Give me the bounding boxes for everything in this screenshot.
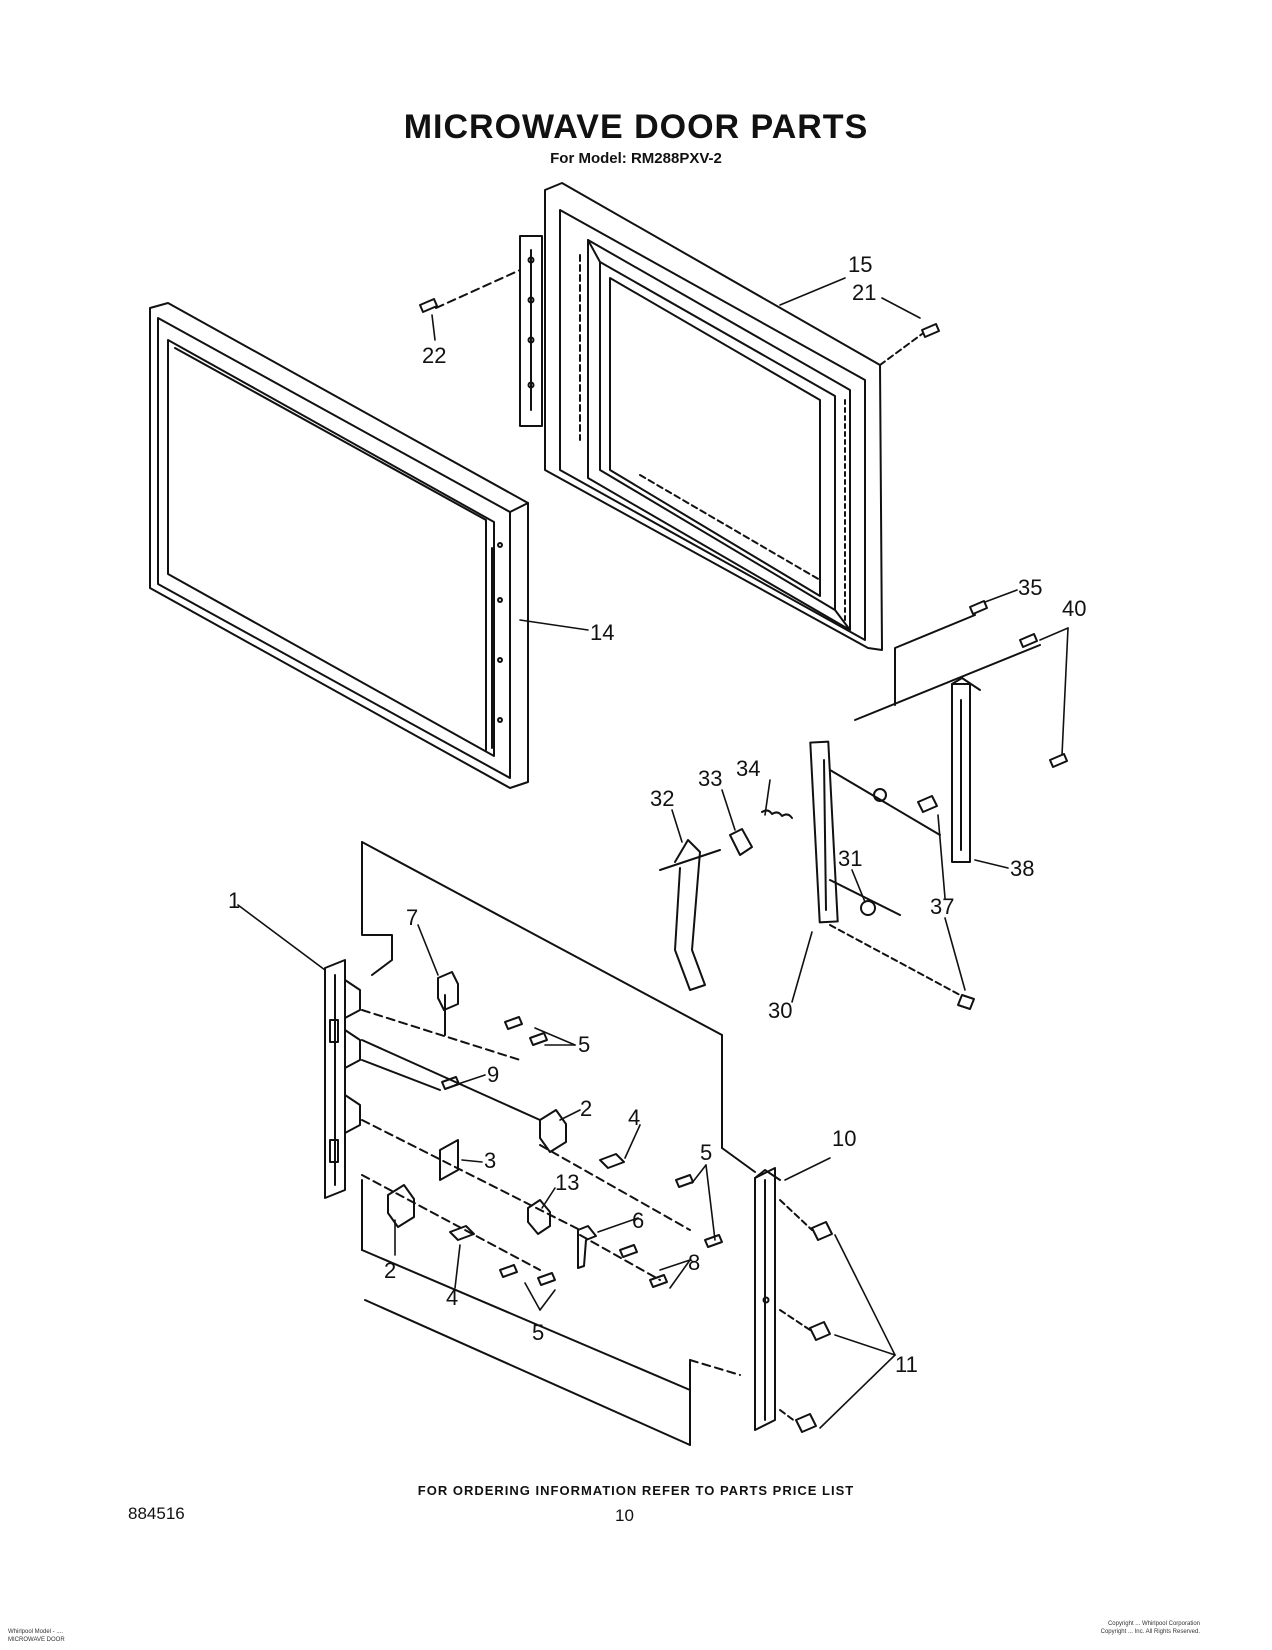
label-9: 9 [487,1062,499,1087]
hinge-assembly [324,841,756,1446]
label-40: 40 [1062,596,1086,621]
label-4-top: 4 [628,1105,640,1130]
label-5-bottom: 5 [532,1320,544,1345]
leader-lines [237,277,1069,1429]
label-5-top: 5 [578,1032,590,1057]
screws-21-22 [419,269,940,366]
label-33: 33 [698,766,722,791]
label-8: 8 [688,1250,700,1275]
label-32: 32 [650,786,674,811]
label-31: 31 [838,846,862,871]
door-frame-15 [519,182,883,651]
label-30: 30 [768,998,792,1023]
document-number: 884516 [128,1504,185,1523]
page-number: 10 [615,1506,634,1525]
door-panel-14 [149,302,529,789]
latch-assembly [659,600,1068,1010]
label-2-bottom: 2 [384,1258,396,1283]
label-1: 1 [228,888,240,913]
channel-10-bumpers-11 [754,1167,833,1433]
model-subtitle: For Model: RM288PXV-2 [550,150,722,167]
label-4-bottom: 4 [446,1285,458,1310]
label-15: 15 [848,252,872,277]
label-10: 10 [832,1126,856,1151]
label-34: 34 [736,756,760,781]
page-title: MICROWAVE DOOR PARTS [403,108,869,146]
part-labels: 15 21 22 14 35 40 34 33 32 31 37 38 30 1… [228,252,1086,1377]
fine-print-right: Copyright ... Whirlpool Corporation Copy… [1100,1621,1200,1635]
label-35: 35 [1018,575,1042,600]
label-5-mid: 5 [700,1140,712,1165]
label-37: 37 [930,894,954,919]
label-38: 38 [1010,856,1034,881]
ordering-info-note: FOR ORDERING INFORMATION REFER TO PARTS … [417,1483,855,1498]
label-3: 3 [484,1148,496,1173]
label-21: 21 [852,280,876,305]
label-14: 14 [590,620,614,645]
label-6: 6 [632,1208,644,1233]
label-22: 22 [422,343,446,368]
label-2-top: 2 [580,1096,592,1121]
label-11: 11 [895,1352,918,1377]
fine-print-left: Whirlpool Model - .... MICROWAVE DOOR [8,1629,65,1643]
label-13: 13 [555,1170,579,1195]
label-7: 7 [406,905,418,930]
